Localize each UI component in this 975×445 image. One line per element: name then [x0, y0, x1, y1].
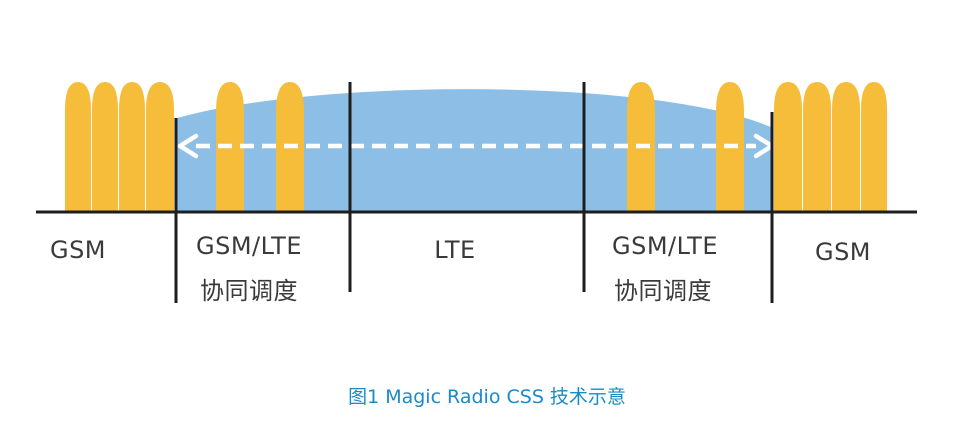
gsm-carrier — [146, 82, 174, 212]
gsm-carriers-right — [774, 82, 887, 212]
region-label-lte: LTE — [434, 236, 476, 264]
gsm-carrier — [861, 82, 887, 212]
region-label-coscheduling-right: 协同调度 — [614, 277, 712, 305]
lte-carrier-band — [177, 89, 773, 212]
region-label-coscheduling-left: 协同调度 — [200, 277, 298, 305]
gsm-carrier — [832, 82, 860, 212]
gsm-carrier — [65, 82, 91, 212]
figure-caption: 图1 Magic Radio CSS 技术示意 — [348, 386, 626, 408]
region-dividers — [174, 82, 774, 303]
gsm-carriers-left — [65, 82, 174, 212]
region-label-gsm-lte-right: GSM/LTE — [611, 232, 719, 260]
gsm-carrier — [803, 82, 831, 212]
gsm-carrier — [92, 82, 118, 212]
region-label-gsm-lte-left: GSM/LTE — [195, 232, 303, 260]
region-label-gsm-right: GSM — [814, 238, 872, 266]
gsm-carrier — [119, 82, 145, 212]
arrow-head-left — [177, 133, 199, 159]
region-label-gsm-left: GSM — [49, 236, 107, 264]
gsm-carrier — [774, 82, 802, 212]
